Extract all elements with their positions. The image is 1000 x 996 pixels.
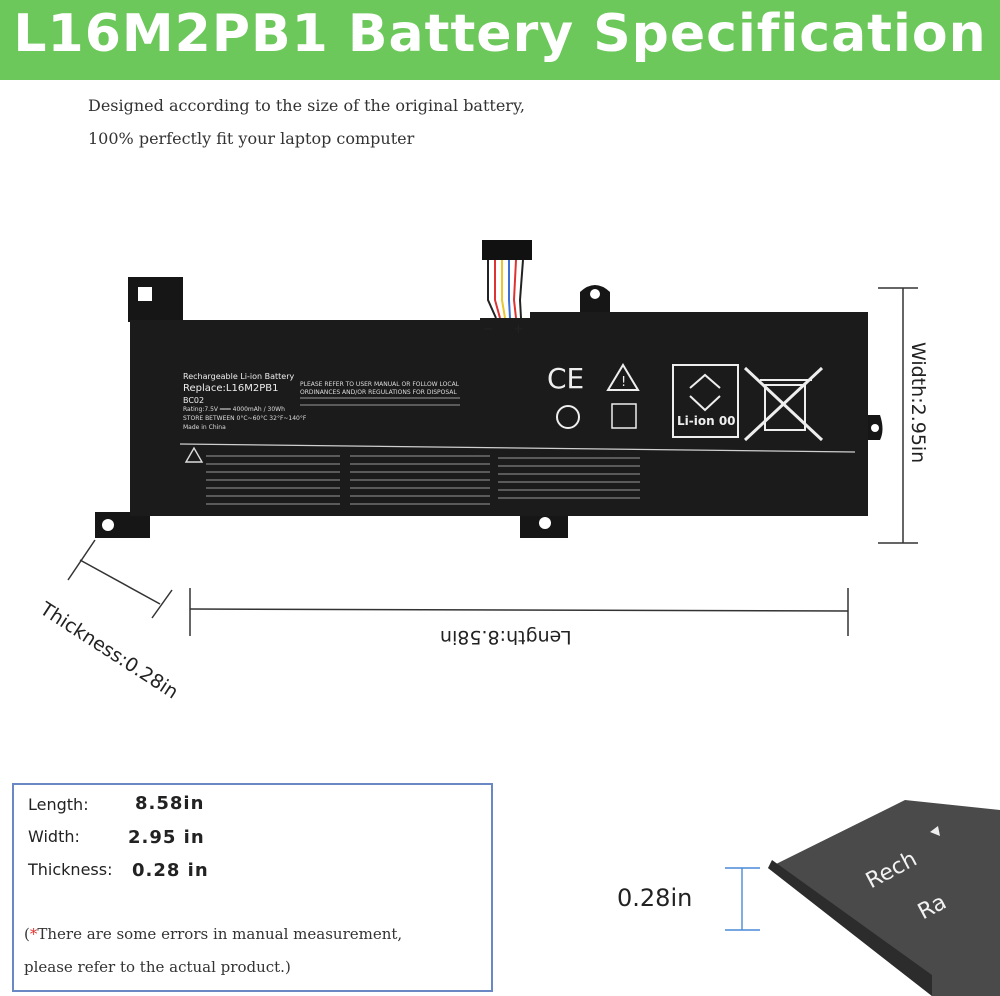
liion-mark: Li-ion 00 [677,414,736,428]
spec-thickness-label: Thickness: [28,860,113,879]
note-line-1: (*There are some errors in manual measur… [24,925,402,943]
label-header: Rechargeable Li-ion Battery [183,372,295,381]
width-dimension-label: Width:2.95in [907,342,929,464]
label-made: Made in China [183,424,226,431]
svg-text:!: ! [621,375,626,390]
warning-icon [184,446,204,463]
spec-width-value: 2.95 in [128,827,205,848]
plus-terminal: + [513,322,524,337]
spec-width-label: Width: [28,827,80,846]
title-banner: L16M2PB1 Battery Specification [0,0,1000,80]
length-dimension-label: Length:8.58in [440,626,572,648]
note-text-1: There are some errors in manual measurem… [37,925,403,943]
label-store: STORE BETWEEN 0°C~60°C 32°F~140°F [183,415,307,422]
spec-length-value: 8.58in [135,793,205,814]
dimension-lines [67,287,918,636]
spec-thickness-value: 0.28 in [132,860,209,881]
note-line-2: please refer to the actual product.) [24,958,291,976]
banner-title: L16M2PB1 Battery Specification [13,4,987,64]
label-replace: Replace:L16M2PB1 [183,383,279,394]
intro-line-2: 100% perfectly fit your laptop computer [88,129,415,148]
label-code: BC02 [183,396,205,405]
caution-icon [606,363,640,391]
ce-mark: CE [547,362,585,395]
spec-box: Length: 8.58in Width: 2.95 in Thickness:… [12,783,493,992]
battery-connector [482,240,532,319]
recycle-icon [672,364,739,438]
label-ordinances: ORDINANCES AND/OR REGULATIONS FOR DISPOS… [300,389,457,396]
edge-view [725,800,1000,996]
label-refer: PLEASE REFER TO USER MANUAL OR FOLLOW LO… [300,381,460,388]
intro-line-1: Designed according to the size of the or… [88,96,525,115]
note-open: ( [24,925,30,943]
note-star: * [29,925,38,943]
edge-thickness-label: 0.28in [617,884,693,912]
label-rating: Rating:7.5V ═══ 4000mAh / 30Wh [183,406,285,413]
spec-length-label: Length: [28,795,89,814]
crossed-bin-icon [743,366,824,442]
minus-terminal: − [483,322,494,337]
battery-body [130,312,868,516]
